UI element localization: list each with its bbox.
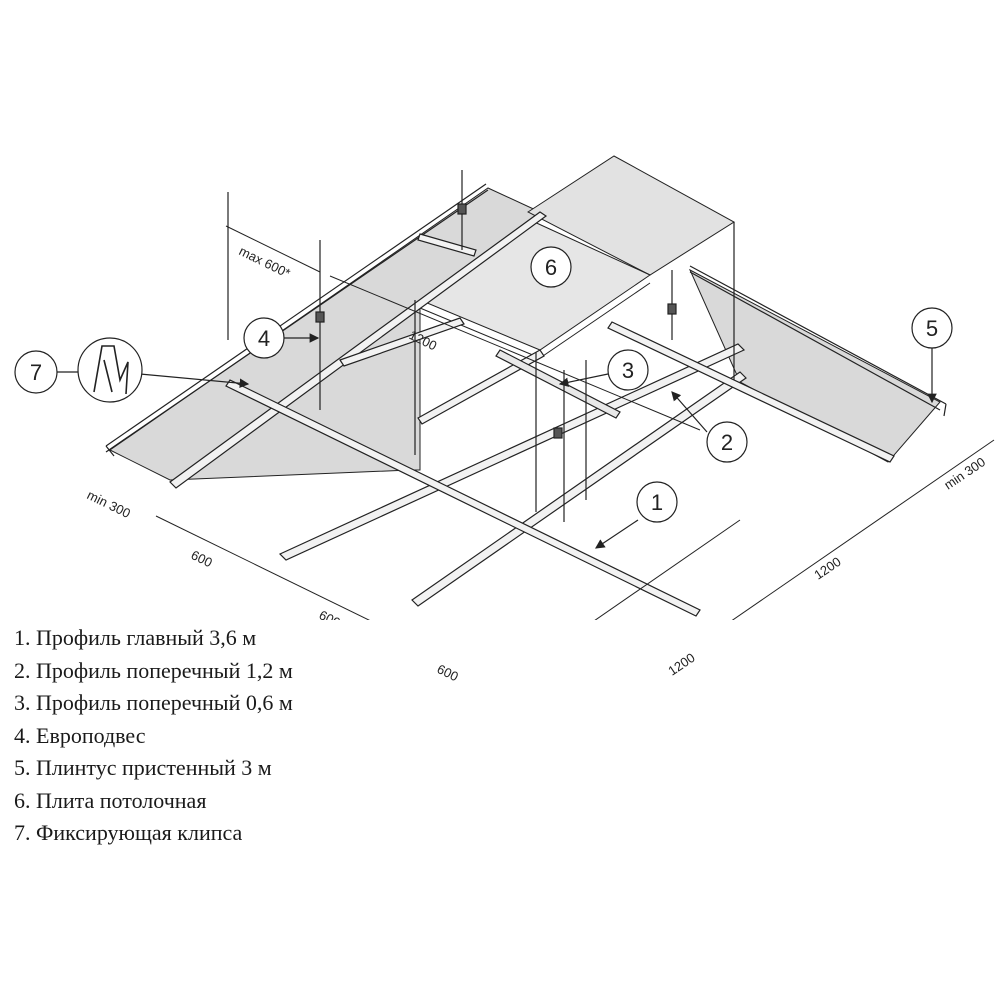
legend-item-1: 1. Профиль главный 3,6 м: [14, 625, 257, 650]
clip-detail-circle: [77, 337, 143, 403]
wall-angle-left: [105, 183, 489, 457]
callout-7-label: 7: [30, 360, 42, 385]
clip-leader: [139, 373, 250, 389]
callouts: 1 2 3 4 5 6 7: [14, 246, 953, 549]
dim-1200-right: 1200: [811, 554, 843, 583]
main-profile-2: [278, 343, 746, 561]
hanger-clip-1: [315, 311, 325, 323]
main-profiles: [169, 211, 747, 607]
dim-600-c: 600: [435, 661, 461, 684]
hanger-clip-4: [667, 303, 677, 315]
callout-4-circle: [243, 317, 285, 359]
legend-item-3: 3. Профиль поперечный 0,6 м: [14, 690, 293, 715]
callout-5-circle: [911, 307, 953, 349]
legend-item-2: 2. Профиль поперечный 1,2 м: [14, 657, 293, 683]
main-profile-1: [169, 211, 548, 489]
dim-max-600: max 600*: [237, 243, 293, 281]
cross-profile-b: [607, 321, 895, 463]
callout-2-leader: [671, 391, 708, 433]
callout-1-circle: [636, 481, 678, 523]
callout-7-circle: [14, 350, 58, 394]
callout-5-label: 5: [926, 316, 938, 341]
tile-edge-right: [539, 282, 651, 359]
legend-item-4: 4. Европодвес: [14, 722, 146, 748]
callout-1-label: 1: [651, 490, 663, 515]
dim-600-b: 600: [317, 607, 343, 620]
dim-600-a: 600: [189, 547, 215, 570]
legend-item-7: 7. Фиксирующая клипса: [14, 820, 243, 845]
callout-6-circle: [530, 246, 572, 288]
cross-profiles: [225, 233, 895, 617]
callout-3-leader: [558, 373, 609, 387]
cross-profile-e: [417, 349, 545, 425]
legend-item-6: 6. Плита потолочная: [14, 787, 207, 813]
callout-3-label: 3: [622, 358, 634, 383]
wall-angle-right: [689, 265, 947, 417]
callout-4-label: 4: [258, 326, 270, 351]
tile-edge-bottom: [419, 307, 541, 359]
callout-6-label: 6: [545, 255, 557, 280]
dimension-lines: [155, 225, 995, 620]
cross-profile-0-6: [495, 349, 621, 419]
hanger-clip-3: [553, 427, 563, 439]
hanger-clip-2: [457, 203, 467, 215]
hangers: [227, 170, 735, 522]
callout-2-label: 2: [721, 430, 733, 455]
callout-1-leader: [595, 519, 639, 549]
ceiling-grid-illustration: max 600* 1200 min 300 600 600 1200 min 3…: [14, 155, 995, 620]
fixing-clip-icon: [93, 345, 129, 395]
cross-profile-a: [225, 379, 701, 617]
legend-item-5: 5. Плинтус пристенный 3 м: [14, 755, 272, 780]
callout-3-circle: [607, 349, 649, 391]
legend: 1. Профиль главный 3,6 м 2. Профиль попе…: [14, 622, 293, 850]
left-panel-field: [109, 187, 541, 481]
ceiling-panels: [109, 155, 941, 481]
callout-2-circle: [706, 421, 748, 463]
cross-profile-d: [339, 317, 465, 367]
dim-1200-bottom: 1200: [665, 650, 697, 679]
main-profile-3: [411, 371, 747, 607]
cross-profile-c: [417, 233, 477, 257]
right-panel-field: [688, 268, 941, 463]
dim-min-300-left: min 300: [85, 487, 133, 521]
